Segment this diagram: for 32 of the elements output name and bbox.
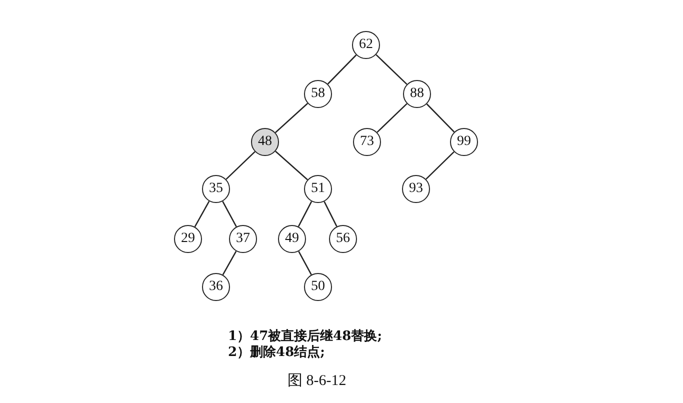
tree-node-circle: 73 (353, 128, 381, 156)
tree-node-circle: 29 (174, 225, 202, 253)
tree-node-circle: 36 (202, 273, 230, 301)
note-text: 1）47被直接后继48替换; (228, 328, 382, 345)
tree-edge (194, 200, 210, 228)
tree-node-circle: 37 (229, 225, 257, 253)
tree-edge (298, 251, 312, 275)
tree-node-circle: 49 (278, 225, 306, 253)
tree-edge (376, 54, 408, 85)
tree-node-circle: 88 (403, 80, 431, 108)
tree-edge (222, 250, 237, 276)
tree-edge (376, 103, 408, 133)
tree-edge (226, 151, 256, 180)
tree-node-circle: 51 (304, 175, 332, 203)
tree-node-circle: 35 (202, 175, 230, 203)
tree-node-circle: 56 (329, 225, 357, 253)
tree-edge (274, 102, 308, 134)
tree-edge (327, 54, 357, 84)
tree-node-circle: 48 (251, 128, 279, 156)
tree-node-circle: 93 (402, 175, 430, 203)
note-text: 2）删除48结点; (228, 344, 325, 361)
tree-edge (298, 201, 312, 227)
tree-node-circle: 58 (304, 80, 332, 108)
tree-node-circle: 99 (450, 128, 478, 156)
tree-node-circle: 62 (352, 31, 380, 59)
tree-edge (426, 151, 454, 180)
tree-node-circle: 50 (304, 273, 332, 301)
figure-caption: 图 8-6-12 (288, 372, 346, 390)
tree-edge (222, 201, 237, 227)
tree-edge (426, 104, 455, 132)
tree-edge (324, 201, 338, 227)
tree-edge (275, 150, 308, 180)
